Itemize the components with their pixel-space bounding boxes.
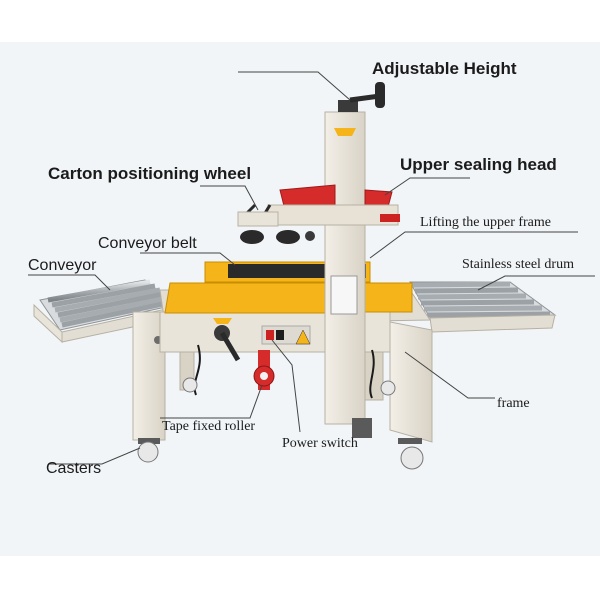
label-adjustable-height: Adjustable Height <box>372 59 517 78</box>
cables <box>193 344 375 399</box>
leader-carton-positioning-wheel <box>200 185 259 211</box>
leader-adjustable-height <box>238 71 351 101</box>
tape-roller <box>253 350 275 390</box>
left-rollers <box>47 279 173 328</box>
leader-lines <box>28 71 595 465</box>
leader-conveyor-belt <box>140 252 236 266</box>
side-crank-handle <box>213 318 241 362</box>
control-panel <box>261 325 311 345</box>
upper-sealing-head <box>267 184 400 226</box>
leader-tape-fixed-roller <box>160 384 263 419</box>
label-carton-positioning-wheel: Carton positioning wheel <box>48 164 252 183</box>
leader-upper-sealing-head <box>384 177 470 196</box>
right-roller-conveyor <box>409 281 557 333</box>
leader-frame <box>404 351 495 399</box>
label-power-switch: Power switch <box>282 436 358 451</box>
leader-lifting-upper-frame <box>369 231 578 259</box>
leader-power-switch <box>271 339 301 433</box>
label-conveyor-belt: Conveyor belt <box>98 235 197 252</box>
leader-conveyor <box>28 274 111 291</box>
yellow-belt-frame <box>164 261 413 314</box>
leader-casters <box>48 447 141 465</box>
carton-positioning-wheel <box>237 203 315 244</box>
label-lifting-upper-frame: Lifting the upper frame <box>420 215 552 230</box>
leader-stainless-steel-drum <box>477 275 595 291</box>
label-casters: Casters <box>46 460 102 477</box>
label-stainless-steel-drum: Stainless steel drum <box>462 257 574 272</box>
height-crank-handle <box>338 82 385 112</box>
label-upper-sealing-head: Upper sealing head <box>400 155 557 174</box>
central-column <box>324 111 372 438</box>
label-tape-fixed-roller: Tape fixed roller <box>162 419 256 434</box>
label-conveyor: Conveyor <box>28 257 97 274</box>
label-frame: frame <box>497 396 530 411</box>
casters <box>137 377 424 470</box>
